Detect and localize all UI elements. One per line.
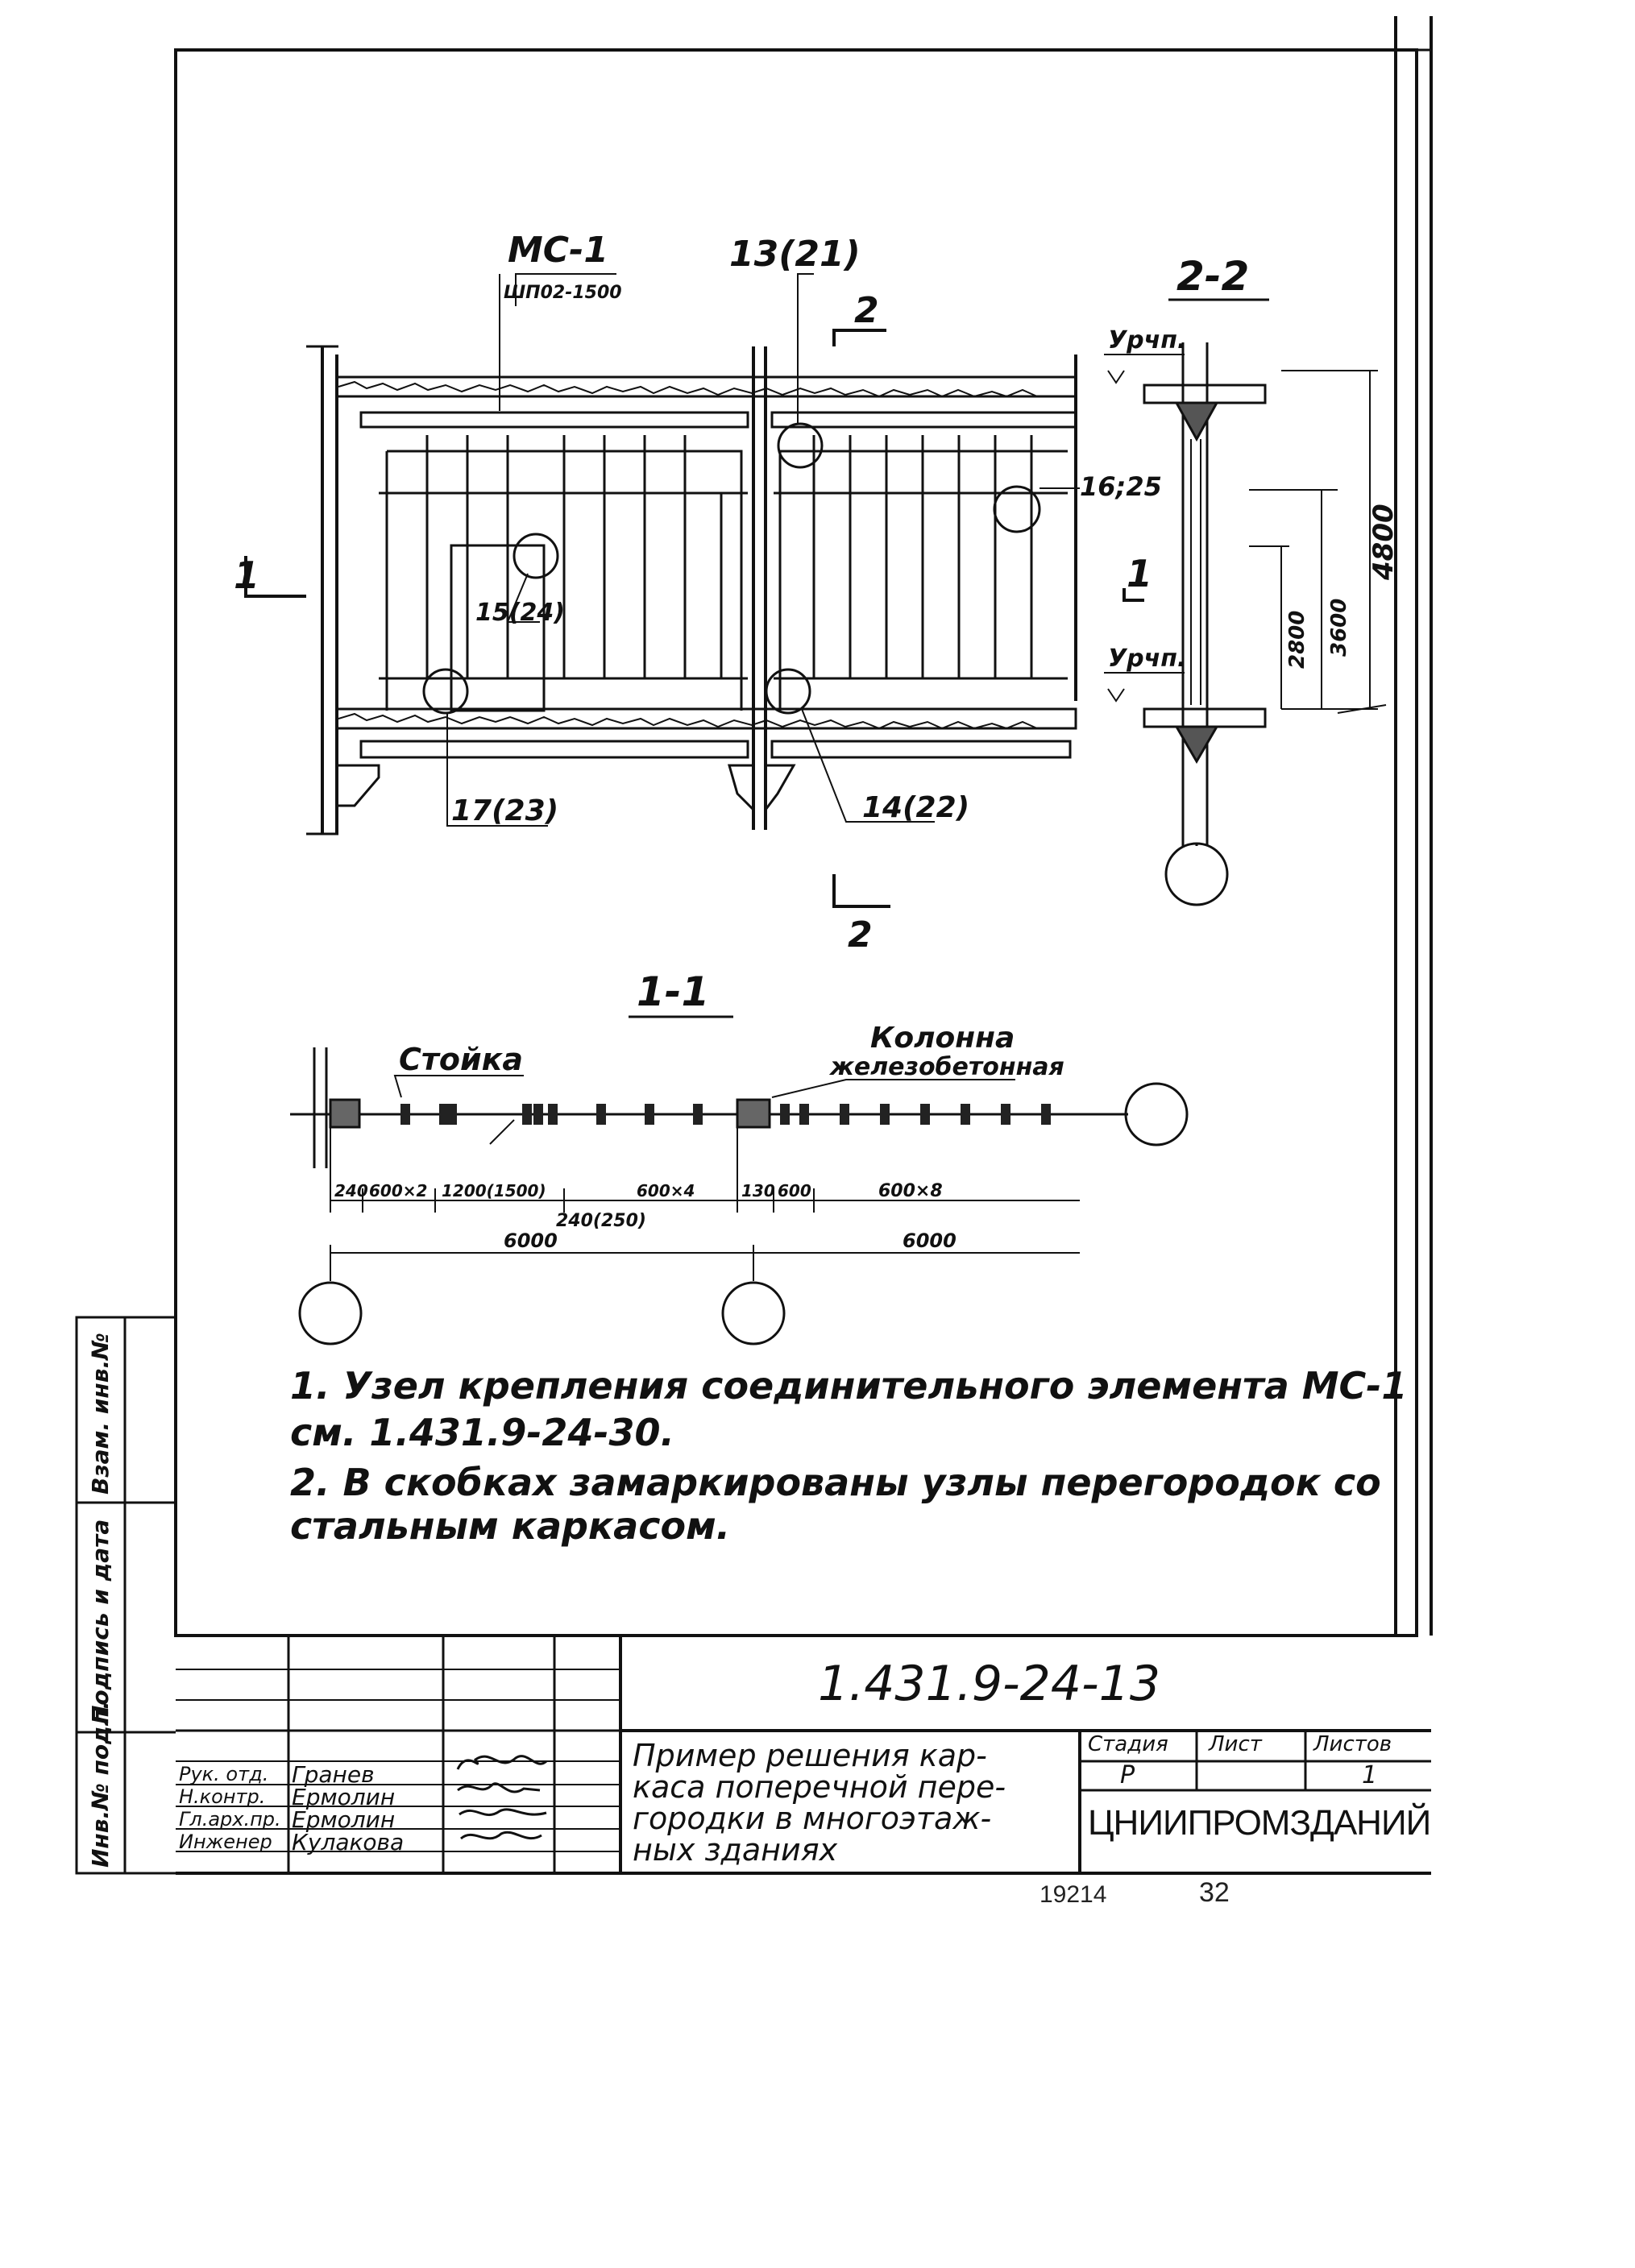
cut-mark-1-left: 1 <box>234 554 259 597</box>
elevation-view <box>244 273 1144 908</box>
dim-1200-1500: 1200(1500) <box>442 1181 546 1200</box>
sheet-value: 1 <box>1362 1761 1378 1789</box>
drawing-title-line-1: Пример решения кар- <box>633 1738 987 1773</box>
dim-130: 130 <box>741 1181 775 1200</box>
node-circle-16 <box>993 485 1041 533</box>
header-sheet: Лист <box>1209 1732 1262 1756</box>
dim-2800: 2800 <box>1285 611 1309 669</box>
section-1-1-labels: 1-1 Стойка Колонна железобетонная 240 60… <box>334 968 1064 1252</box>
dim-3600: 3600 <box>1327 599 1351 657</box>
callout-16-25: 16;25 <box>1080 471 1162 502</box>
title-block-grid <box>176 1634 1431 1875</box>
section-2-2-labels: 2-2 Урчп. Урчп. 4800 3600 2800 <box>1108 253 1400 673</box>
signer-name-4: Кулакова <box>292 1829 405 1855</box>
dim-4800: 4800 <box>1367 504 1400 581</box>
node-circle-13 <box>777 422 824 469</box>
note-2-line-1: 2. В скобках замаркированы узлы перегоро… <box>290 1461 1381 1504</box>
callout-15-24: 15(24) <box>475 599 565 627</box>
dim-span-left: 6000 <box>504 1229 558 1252</box>
stamp-vzam: Взам. инв.№ <box>87 1333 114 1495</box>
signer-role-4: Инженер <box>179 1831 272 1853</box>
header-stage: Стадия <box>1088 1732 1168 1756</box>
stage-value: Р <box>1120 1761 1135 1789</box>
signer-name-2: Ермолин <box>292 1784 396 1810</box>
node-circle-15 <box>512 533 559 579</box>
note-1-line-1: 1. Узел крепления соединительного элемен… <box>290 1364 1408 1408</box>
elevation-labels: МС-1 ШП02-1500 13(21) 2 2 1 1 16;25 15(2… <box>234 230 1162 956</box>
organization: ЦНИИПРОМЗДАНИЙ <box>1088 1803 1431 1843</box>
dim-600: 600 <box>778 1181 811 1200</box>
label-kolonna-material: железобетонная <box>828 1053 1064 1081</box>
signer-role-3: Гл.арх.пр. <box>179 1808 281 1831</box>
dim-240-250: 240(250) <box>556 1211 646 1231</box>
dim-600x2: 600×2 <box>369 1181 427 1200</box>
dim-600x4: 600×4 <box>637 1181 695 1200</box>
callout-14-22: 14(22) <box>862 791 969 824</box>
signatures <box>456 1755 548 1840</box>
dim-240: 240 <box>334 1181 368 1200</box>
section-1-1-title: 1-1 <box>637 968 709 1015</box>
cut-mark-1-right: 1 <box>1127 552 1152 595</box>
drawing-title-line-2: каса поперечной пере- <box>633 1769 1006 1805</box>
cut-mark-2-bottom: 2 <box>848 914 873 956</box>
callout-mc1-sub: ШП02-1500 <box>504 283 622 303</box>
stamp-podpis: Подпись и дата <box>87 1519 114 1724</box>
cut-mark-2-top: 2 <box>854 290 879 331</box>
callout-mc1: МС-1 <box>508 230 608 271</box>
header-sheets: Листов <box>1313 1732 1392 1756</box>
dim-600x8: 600×8 <box>878 1181 943 1201</box>
note-1-line-2: см. 1.431.9-24-30. <box>290 1411 675 1454</box>
drawing-title-line-3: городки в многоэтаж- <box>633 1801 992 1836</box>
node-circle-17 <box>422 668 469 715</box>
drawing-code: 1.431.9-24-13 <box>818 1656 1161 1712</box>
drawing-title-line-4: ных зданиях <box>633 1832 838 1868</box>
level-top: Урчп. <box>1108 326 1186 355</box>
callout-13-21: 13(21) <box>729 234 861 275</box>
level-bottom: Урчп. <box>1108 645 1186 673</box>
signer-role-2: Н.контр. <box>179 1785 266 1808</box>
note-2-line-2: стальным каркасом. <box>290 1504 731 1548</box>
stamp-inv-podl: Инв.№ подл. <box>87 1701 114 1868</box>
section-1-1 <box>290 1047 1189 1345</box>
section-2-2-title: 2-2 <box>1176 253 1249 300</box>
node-circle-14 <box>765 668 811 715</box>
inventory-number: 19214 <box>1040 1881 1107 1908</box>
side-stamp-grid <box>75 1316 176 1875</box>
drawing-title: Пример решения кар- каса поперечной пере… <box>633 1740 1006 1866</box>
signer-role-1: Рук. отд. <box>179 1763 269 1785</box>
signer-name-1: Гранев <box>292 1761 375 1788</box>
section-2-2 <box>1104 342 1387 906</box>
label-stoyka: Стойка <box>399 1042 523 1077</box>
signer-name-3: Ермолин <box>292 1806 396 1833</box>
page-number: 32 <box>1199 1877 1230 1908</box>
label-kolonna: Колонна <box>870 1022 1015 1055</box>
callout-17-23: 17(23) <box>451 794 558 827</box>
dim-span-right: 6000 <box>903 1229 957 1252</box>
